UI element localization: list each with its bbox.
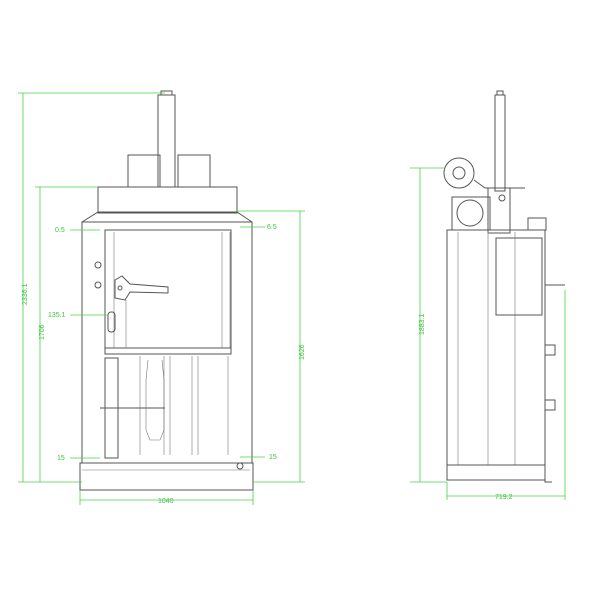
pump-unit	[527, 217, 547, 231]
dim-1706: 1706	[39, 324, 46, 340]
front-dimensions	[18, 92, 305, 505]
top-chamfer	[81, 211, 253, 223]
dim-1883: 1883.1	[419, 313, 426, 335]
dim-right-gap-bottom: 15	[269, 454, 277, 461]
dim-right-gap-top: 6.5	[267, 224, 277, 231]
dim-1626: 1626	[299, 344, 306, 360]
motor-pulley	[443, 157, 475, 189]
side-dimensions	[410, 167, 566, 500]
front-cylinder-left	[127, 154, 161, 188]
motor-housing	[451, 196, 491, 231]
front-view	[79, 90, 254, 491]
motor	[456, 199, 484, 227]
dim-left-gap-bottom: 15	[57, 455, 65, 462]
door-handle	[107, 311, 116, 333]
front-base	[79, 462, 254, 491]
electrical-box	[495, 237, 543, 316]
front-cylinder-rod	[157, 94, 176, 188]
dim-2336: 2336.1	[22, 283, 29, 305]
dim-1040: 1040	[158, 498, 174, 505]
dim-left-gap-top: 0.5	[55, 227, 65, 234]
front-wheel	[236, 462, 244, 470]
side-base	[446, 464, 546, 481]
front-cylinder-right	[177, 154, 211, 188]
indicator-light	[94, 261, 102, 269]
top-housing	[97, 186, 238, 214]
side-column	[487, 187, 511, 234]
control-knob	[94, 281, 102, 289]
door-lever	[114, 275, 169, 301]
side-cylinder-rod	[494, 94, 506, 192]
dim-719: 719.2	[495, 494, 513, 501]
dim-handle-offset: 135.1	[48, 312, 66, 319]
side-view	[443, 90, 565, 483]
front-body	[81, 221, 253, 464]
